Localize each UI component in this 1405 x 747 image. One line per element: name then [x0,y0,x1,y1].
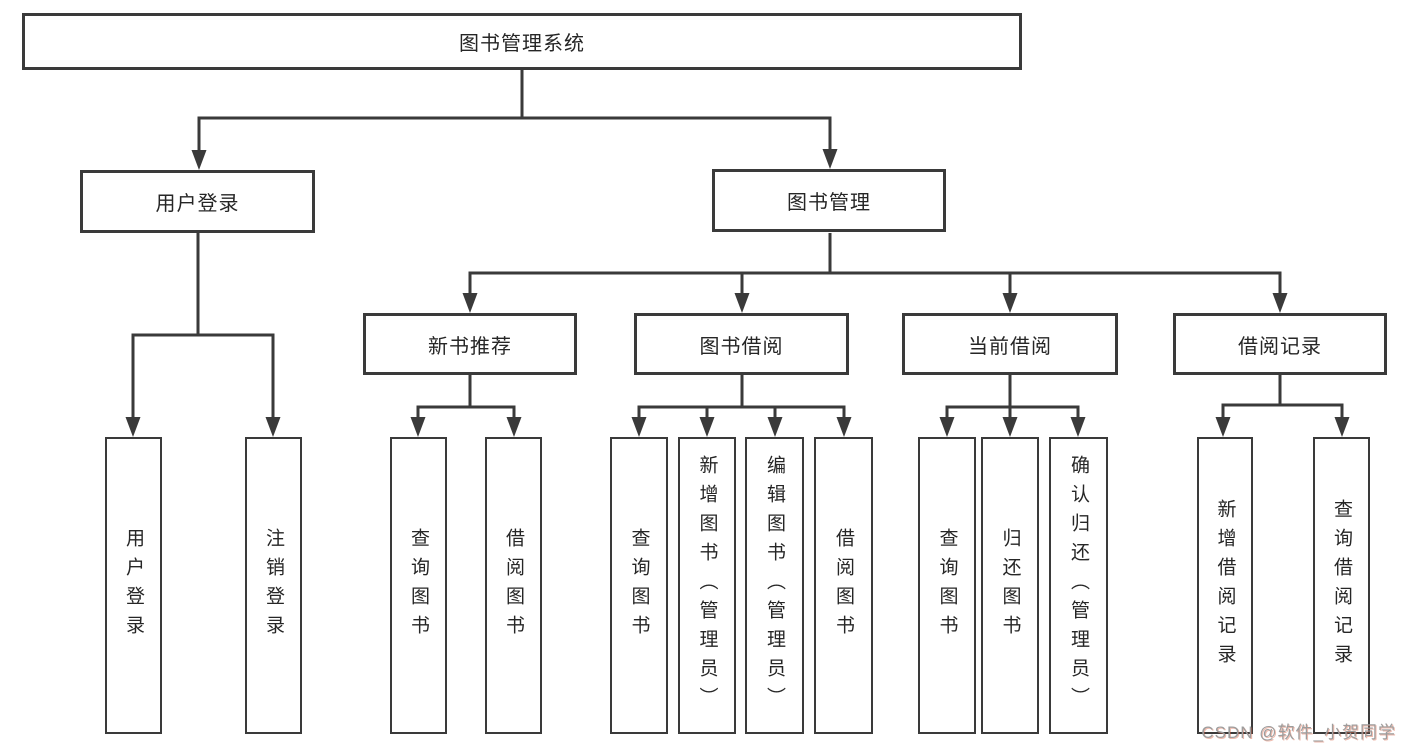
node-label: 用户登录 [123,527,144,644]
node-library-system: 图书管理系统 [22,13,1022,70]
node-label: 当前借阅 [968,335,1052,358]
node-label: 注销登录 [263,527,284,644]
node-label: 确认归还（管理员） [1068,455,1089,716]
node-label: 借阅图书 [833,527,854,644]
leaf-query-books: 查询图书 [390,437,447,734]
node-label: 归还图书 [999,527,1021,644]
node-label: 编辑图书（管理员） [764,455,785,716]
node-book-management: 图书管理 [712,169,946,232]
leaf-borrow-books: 借阅图书 [485,437,542,734]
leaf-logout: 注销登录 [245,437,302,734]
node-user-login: 用户登录 [80,170,315,233]
leaf-query-books: 查询图书 [610,437,668,734]
leaf-user-login: 用户登录 [105,437,162,734]
node-label: 图书管理 [787,192,871,214]
node-label: 查询图书 [628,527,650,644]
leaf-add-books-admin: 新增图书（管理员） [678,437,736,734]
node-label: 查询借阅记录 [1331,498,1352,673]
arrowheads [125,149,1350,437]
node-label: 借阅图书 [503,527,524,644]
node-label: 查询图书 [408,527,429,644]
node-label: 新增图书（管理员） [696,455,718,716]
leaf-return-books: 归还图书 [981,437,1039,734]
leaf-edit-books-admin: 编辑图书（管理员） [745,437,804,734]
node-label: 用户登录 [155,193,240,215]
node-label: 新书推荐 [428,335,512,358]
node-label: 图书借阅 [699,335,784,358]
watermark: CSDN @软件_小贺同学 [1201,723,1396,742]
leaf-confirm-return-admin: 确认归还（管理员） [1049,437,1108,734]
node-borrow-records: 借阅记录 [1173,313,1387,375]
node-new-book-recommend: 新书推荐 [363,313,577,375]
node-label: 图书管理系统 [459,33,585,55]
leaf-query-books: 查询图书 [918,437,976,734]
node-label: 借阅记录 [1238,335,1322,358]
leaf-add-borrow-record: 新增借阅记录 [1197,437,1253,734]
node-book-borrow: 图书借阅 [634,313,849,375]
leaf-borrow-books: 借阅图书 [814,437,873,734]
connectors [131,69,1344,418]
node-label: 新增借阅记录 [1214,498,1236,673]
node-current-borrow: 当前借阅 [902,313,1118,375]
leaf-query-borrow-record: 查询借阅记录 [1313,437,1370,734]
node-label: 查询图书 [936,527,958,644]
